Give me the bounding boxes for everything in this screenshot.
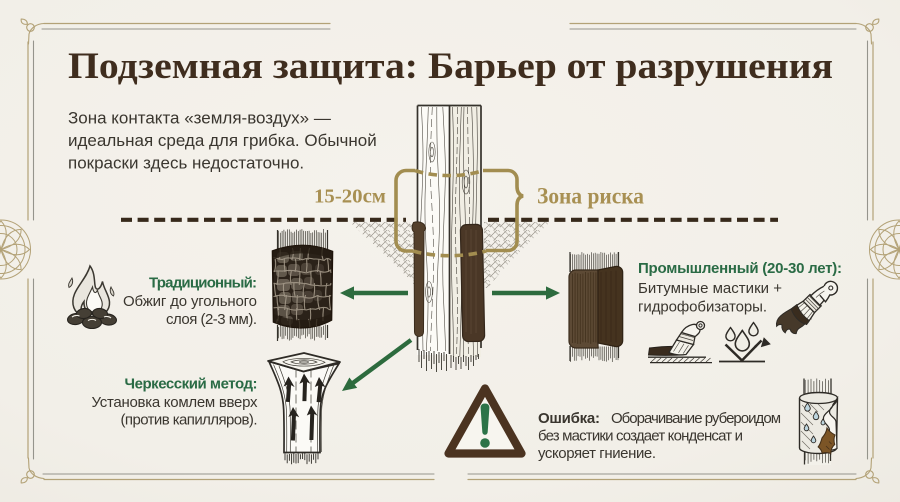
svg-text:Промышленный (20-30 лет):: Промышленный (20-30 лет):	[638, 260, 842, 277]
svg-text:ускоряет гниение.: ускоряет гниение.	[538, 445, 656, 462]
svg-text:покраски здесь недостаточно.: покраски здесь недостаточно.	[68, 154, 304, 173]
svg-text:Традиционный:: Традиционный:	[149, 275, 257, 292]
svg-text:Обжиг до угольного: Обжиг до угольного	[123, 293, 257, 310]
svg-text:Ошибка:: Ошибка:	[538, 410, 600, 427]
svg-text:Битумные мастики +: Битумные мастики +	[638, 280, 782, 297]
svg-text:без мастики создает конденсат: без мастики создает конденсат и	[538, 428, 743, 445]
svg-text:идеальная среда для грибка. Об: идеальная среда для грибка. Обычной	[68, 131, 377, 150]
svg-text:Черкесский метод:: Черкесский метод:	[125, 376, 258, 393]
svg-text:Подземная защита: Барьер от ра: Подземная защита: Барьер от разрушения	[68, 45, 833, 86]
svg-text:Установка комлем вверх: Установка комлем вверх	[92, 394, 259, 411]
svg-text:Зона контакта «земля-воздух» —: Зона контакта «земля-воздух» —	[68, 109, 331, 128]
svg-text:15-20см: 15-20см	[314, 186, 386, 208]
svg-text:слоя (2-3 мм).: слоя (2-3 мм).	[166, 311, 257, 328]
svg-text:(против капилляров).: (против капилляров).	[121, 412, 258, 429]
svg-text:Оборачивание рубероидом: Оборачивание рубероидом	[611, 410, 781, 427]
svg-text:Зона риска: Зона риска	[537, 184, 644, 210]
svg-text:гидрофобизаторы.: гидрофобизаторы.	[638, 299, 767, 316]
